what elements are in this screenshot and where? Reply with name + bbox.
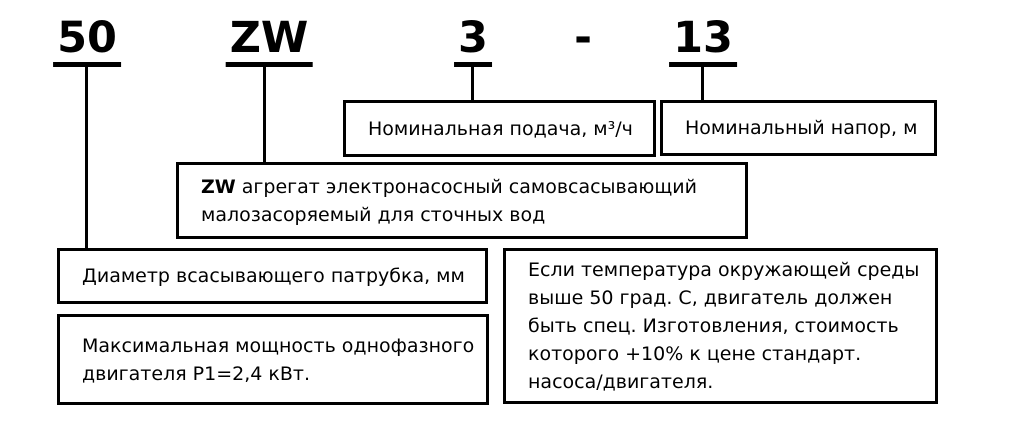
power-box-line1: Максимальная мощность однофазного xyxy=(82,334,475,357)
temperature-box-line2: выше 50 град. С, двигатель должен xyxy=(528,287,893,309)
type-box-code: ZW xyxy=(201,175,236,198)
head-box-label: Номинальный напор, м xyxy=(685,117,918,139)
power-box: Максимальная мощность однофазного двигат… xyxy=(57,314,489,405)
temperature-box-line5: насоса/двигателя. xyxy=(528,371,714,393)
flow-box: Номинальная подача, м³/ч xyxy=(343,100,656,157)
connector-line-flow xyxy=(471,67,474,102)
diameter-box: Диаметр всасывающего патрубка, мм xyxy=(57,248,488,304)
type-box-line1: ZW агрегат электронасосный самовсасывающ… xyxy=(201,173,733,201)
temperature-box-line3: быть спец. Изготовления, стоимость xyxy=(528,315,899,337)
designation-part-flow: 3 xyxy=(454,14,492,67)
designation-part-diameter: 50 xyxy=(53,14,121,67)
temperature-box-line1: Если температура окружающей среды xyxy=(528,259,920,281)
designation-separator-dash: - xyxy=(574,13,592,63)
head-box: Номинальный напор, м xyxy=(660,100,937,156)
designation-part-type: ZW xyxy=(225,14,313,67)
connector-line-head xyxy=(701,67,704,102)
connector-line-type xyxy=(263,67,266,164)
flow-box-label: Номинальная подача, м³/ч xyxy=(368,117,633,140)
diameter-box-label: Диаметр всасывающего патрубка, мм xyxy=(82,265,465,287)
type-box-line2: малозасоряемый для сточных вод xyxy=(201,203,546,226)
connector-line-diameter xyxy=(85,67,88,250)
temperature-box-line4: которого +10% к цене стандарт. xyxy=(528,343,862,365)
designation-part-head: 13 xyxy=(669,14,737,67)
type-box: ZW агрегат электронасосный самовсасывающ… xyxy=(176,162,748,239)
type-box-line1-rest: агрегат электронасосный самовсасывающий xyxy=(235,175,697,198)
power-box-line2: двигателя P1=2,4 кВт. xyxy=(82,362,311,385)
temperature-box: Если температура окружающей среды выше 5… xyxy=(503,248,938,404)
